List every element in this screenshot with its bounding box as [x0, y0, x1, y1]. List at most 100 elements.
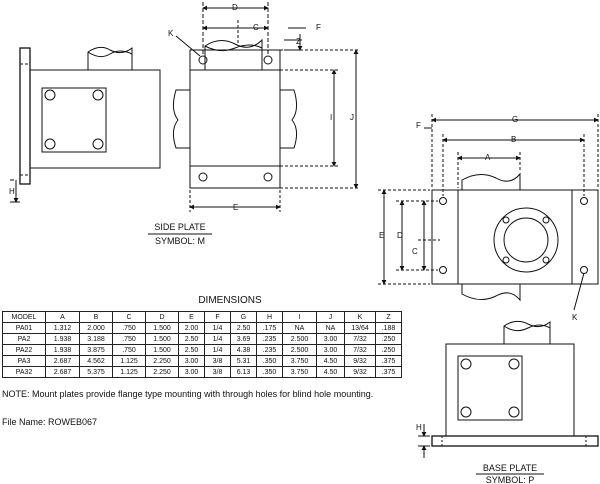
table-cell: 4.562 [79, 355, 113, 367]
table-cell: 1.125 [112, 355, 146, 367]
table-cell: 2.00 [178, 322, 205, 334]
table-cell: 2.50 [230, 322, 257, 334]
side-f-label: F [316, 23, 321, 32]
base-plate-front-view [418, 320, 599, 458]
table-cell: 1.312 [45, 322, 80, 334]
table-cell: 2.250 [145, 355, 179, 367]
side-plate-title: SIDE PLATE [154, 222, 205, 232]
table-cell: 2.687 [45, 366, 80, 378]
table-cell: 2.250 [145, 366, 179, 378]
side-plate-symbol: SYMBOL: M [155, 236, 205, 246]
side-d-label: D [232, 3, 238, 12]
table-cell: 3/8 [204, 355, 231, 367]
table-cell: 13/64 [344, 322, 376, 334]
table-cell: 3.00 [178, 366, 205, 378]
col-header: MODEL [2, 311, 46, 323]
side-plate-side-view [172, 2, 360, 212]
base-plate-title: BASE PLATE [483, 463, 537, 473]
table-cell: 1.500 [145, 322, 179, 334]
table-cell: 3.00 [316, 333, 345, 345]
col-header: E [178, 311, 205, 323]
table-cell: .250 [375, 333, 402, 345]
table-cell: 1/4 [204, 344, 231, 356]
col-header: G [230, 311, 257, 323]
table-cell: 1.938 [45, 333, 80, 345]
table-cell: 2.50 [178, 333, 205, 345]
col-header: A [45, 311, 80, 323]
base-b-label: B [511, 135, 516, 144]
table-cell: .750 [112, 333, 146, 345]
table-cell: PA32 [2, 366, 46, 378]
table-cell: 2.687 [45, 355, 80, 367]
side-j-label: J [350, 113, 354, 122]
table-cell: 7/32 [344, 344, 376, 356]
table-cell: 4.50 [316, 355, 345, 367]
table-cell: 9/32 [344, 355, 376, 367]
table-cell: NA [282, 322, 317, 334]
file-name: File Name: ROWEB067 [2, 417, 98, 427]
col-header: F [204, 311, 231, 323]
base-e-label: E [379, 231, 384, 240]
col-header: D [145, 311, 179, 323]
table-cell: .235 [256, 344, 283, 356]
col-header: K [344, 311, 376, 323]
table-cell: 9/32 [344, 366, 376, 378]
table-cell: 2.500 [282, 333, 317, 345]
table-cell: 2.500 [282, 344, 317, 356]
table-cell: 5.31 [230, 355, 257, 367]
table-cell: .350 [256, 355, 283, 367]
table-cell: PA3 [2, 355, 46, 367]
table-cell: 1/4 [204, 322, 231, 334]
base-g-label: G [512, 115, 518, 124]
base-plate-symbol: SYMBOL: P [486, 475, 535, 484]
table-cell: 1.938 [45, 344, 80, 356]
side-c-label: C [253, 23, 259, 32]
table-cell: PA2 [2, 333, 46, 345]
base-d-label: D [397, 231, 403, 240]
col-header: I [282, 311, 317, 323]
side-h-label: H [9, 187, 15, 196]
table-cell: 3.00 [316, 344, 345, 356]
table-cell: 1/4 [204, 333, 231, 345]
table-cell: .250 [375, 344, 402, 356]
table-cell: .235 [256, 333, 283, 345]
base-plate-top-view [378, 114, 599, 311]
side-plate-front-view [10, 46, 161, 203]
table-cell: 7/32 [344, 333, 376, 345]
table-cell: PA22 [2, 344, 46, 356]
mounting-note: NOTE: Mount plates provide flange type m… [2, 389, 374, 399]
table-cell: PA01 [2, 322, 46, 334]
table-cell: .350 [256, 366, 283, 378]
table-cell: 4.50 [316, 366, 345, 378]
table-cell: 1.500 [145, 344, 179, 356]
table-cell: .750 [112, 344, 146, 356]
table-cell: 3.875 [79, 344, 113, 356]
table-cell: NA [316, 322, 345, 334]
base-f-label: F [416, 121, 421, 130]
base-a-label: A [485, 153, 491, 162]
table-cell: .175 [256, 322, 283, 334]
table-cell: .750 [112, 322, 146, 334]
table-cell: .188 [375, 322, 402, 334]
table-cell: 2.50 [178, 344, 205, 356]
table-cell: 3.750 [282, 366, 317, 378]
base-h-label: H [416, 423, 422, 432]
side-i-label: I [330, 113, 332, 122]
col-header: Z [375, 311, 402, 323]
table-cell: 5.375 [79, 366, 113, 378]
table-cell: 3/8 [204, 366, 231, 378]
side-e-label: E [233, 203, 238, 212]
table-cell: 3.69 [230, 333, 257, 345]
base-c-label: C [412, 247, 418, 256]
col-header: J [316, 311, 345, 323]
table-cell: .375 [375, 366, 402, 378]
table-cell: 2.000 [79, 322, 113, 334]
dimensions-title: DIMENSIONS [198, 295, 262, 306]
